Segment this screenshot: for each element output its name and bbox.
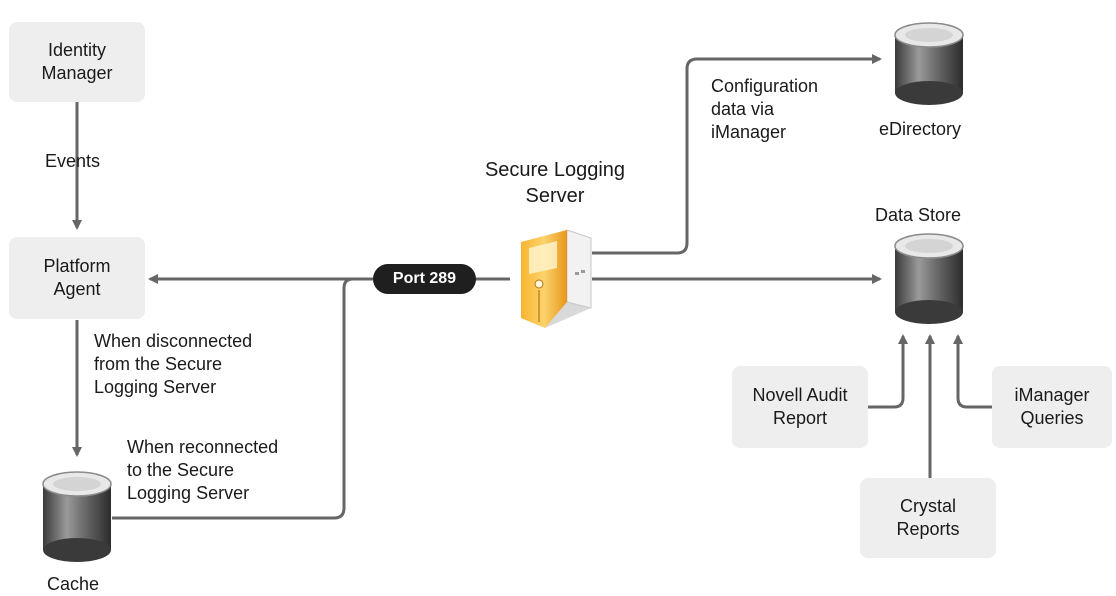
identity-manager-node: Identity Manager: [9, 22, 145, 102]
edge-imanager-queries: [953, 334, 992, 409]
edirectory-label: eDirectory: [879, 119, 962, 139]
data-store-label: Data Store: [875, 205, 962, 225]
reconnected-label: When reconnected to the Secure Logging S…: [127, 437, 279, 503]
cache-database-icon: [42, 471, 112, 562]
novell-audit-report-node: Novell Audit Report: [732, 366, 868, 448]
secure-logging-server-title: Secure Logging Server: [484, 159, 626, 207]
cache-label: Cache: [47, 574, 100, 594]
edirectory-database-icon: [894, 22, 964, 105]
edge-configuration: [592, 54, 882, 255]
disconnected-label: When disconnected from the Secure Loggin…: [94, 331, 253, 397]
server-icon: [521, 229, 592, 328]
platform-agent-node: Platform Agent: [9, 237, 145, 319]
imanager-queries-node: iManager Queries: [992, 366, 1112, 448]
crystal-reports-node: Crystal Reports: [860, 478, 996, 558]
events-label: Events: [45, 151, 101, 171]
edge-audit-report: [868, 334, 908, 409]
configuration-label: Configuration data via iManager: [711, 76, 819, 142]
port-badge: Port 289: [373, 264, 476, 294]
data-store-database-icon: [894, 233, 964, 324]
